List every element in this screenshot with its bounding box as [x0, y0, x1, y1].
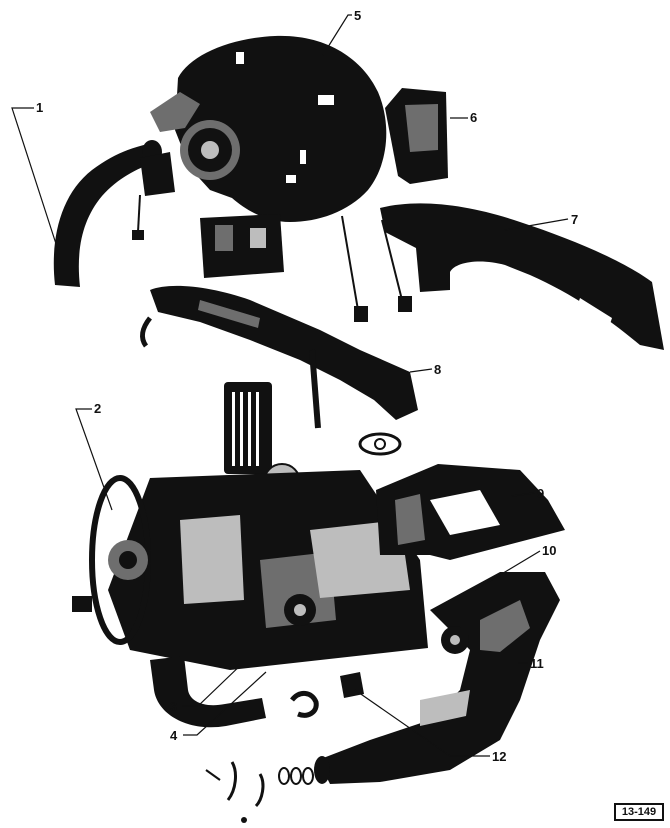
callout-10: 10: [542, 543, 556, 558]
callout-6: 6: [470, 110, 477, 125]
figure-id-text: 13-149: [621, 806, 657, 818]
part-8-intake-manifold: [140, 285, 418, 456]
callout-5: 5: [354, 8, 361, 23]
part-9-cylinder-shroud: [376, 464, 565, 560]
callout-3: 3: [170, 699, 177, 714]
callout-labels: 1 2 3 4 5 6 7 8 9 10 11 12: [36, 8, 578, 764]
leader-lines: [11, 14, 569, 757]
figure-id-label: 13-149: [614, 803, 664, 821]
part-2-engine-block: [72, 382, 428, 670]
carburetor: [200, 214, 284, 278]
part-5-fan-housing: [132, 35, 387, 240]
small-parts-clamps: [205, 672, 364, 823]
callout-4: 4: [170, 728, 178, 743]
callout-1: 1: [36, 100, 43, 115]
callout-12: 12: [492, 749, 506, 764]
part-11-heat-exchanger: [314, 572, 560, 784]
callout-11: 11: [530, 656, 544, 671]
part-7-cover-plate: [341, 203, 664, 350]
part-3-elbow-pipe: [150, 656, 266, 728]
callout-9: 9: [537, 486, 544, 501]
callout-7: 7: [571, 212, 578, 227]
callout-8: 8: [434, 362, 441, 377]
part-6-bracket: [385, 88, 448, 184]
callout-2: 2: [94, 401, 101, 416]
